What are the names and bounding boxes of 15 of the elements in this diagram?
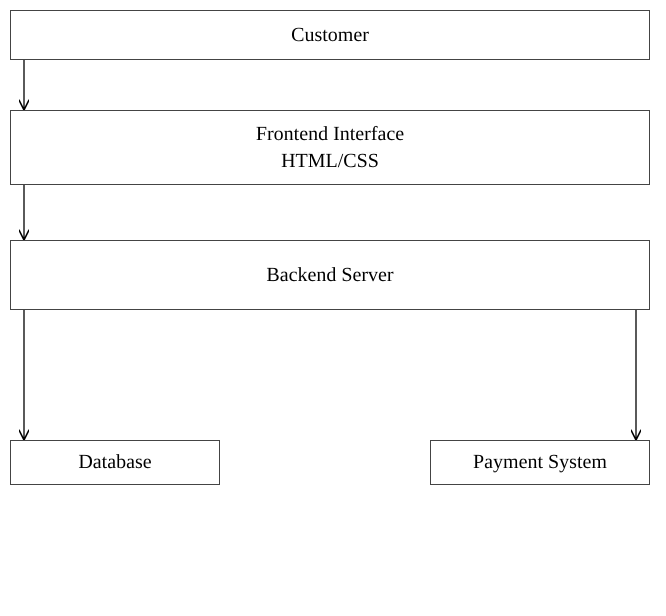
box-label: Database [78,451,152,474]
arrow [18,185,30,241]
process-box [430,440,650,485]
process-box [10,240,650,310]
process-box [10,440,220,485]
arrow [18,310,30,441]
box-label: Frontend Interface [256,122,404,146]
arrow [18,60,30,111]
arrow [630,310,642,441]
process-box [10,110,650,185]
process-box [10,10,650,60]
box-label: Payment System [473,451,607,474]
box-label: Backend Server [266,264,394,286]
box-label: Customer [291,24,369,46]
box-label: HTML/CSS [281,150,379,172]
